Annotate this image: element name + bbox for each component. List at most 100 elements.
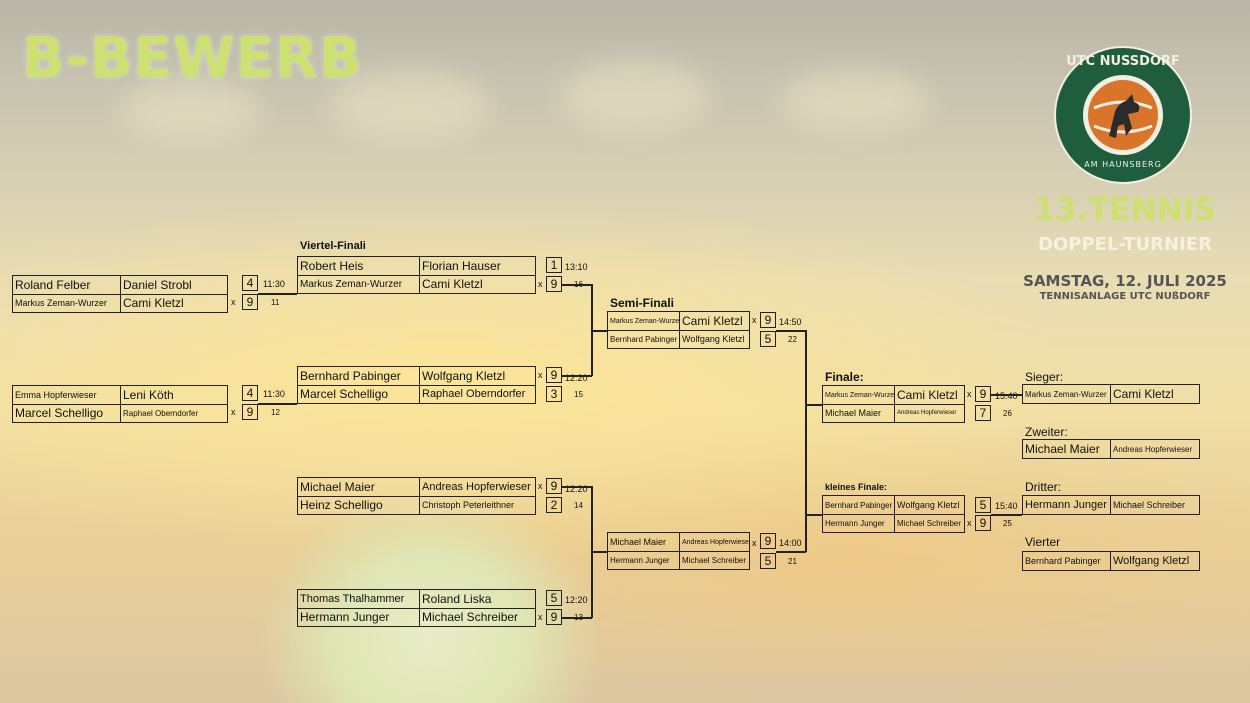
match-number: 22: [788, 335, 797, 344]
player: Michael Schreiber: [422, 610, 519, 624]
score: 9: [546, 276, 562, 292]
bracket-line: [805, 514, 822, 516]
score: 9: [760, 533, 776, 549]
match-number: 12: [271, 408, 280, 417]
player: Cami Kletzl: [682, 314, 743, 328]
player: Hermann Junger: [823, 514, 895, 532]
player: Markus Zeman-Wurzer: [13, 294, 121, 312]
player: Hermann Junger: [298, 608, 420, 626]
score: 4: [242, 385, 258, 401]
player: Cami Kletzl: [422, 277, 483, 291]
bokeh-light: [560, 60, 710, 130]
club-logo: UTC NUSSDORF AM HAUNSBERG: [1054, 46, 1192, 184]
result-label-dritter: Dritter:: [1025, 480, 1061, 494]
bracket-line: [805, 330, 807, 552]
player: Wolfgang Kletzl: [422, 369, 506, 383]
score: 9: [546, 609, 562, 625]
player: Cami Kletzl: [897, 388, 958, 402]
bracket-line: [258, 403, 262, 405]
bracket-line: [562, 617, 592, 619]
logo-bottom-text: AM HAUNSBERG: [1084, 160, 1162, 169]
player: Cami Kletzl: [1113, 387, 1174, 401]
match-time: 14:50: [779, 317, 802, 327]
winner-mark: x: [231, 297, 236, 307]
player: Raphael Oberndorfer: [123, 408, 199, 418]
round-label-viertel: Viertel-Finali: [300, 240, 366, 252]
score: 5: [975, 497, 991, 513]
winner-mark: x: [967, 389, 972, 399]
player: Hermann Junger: [608, 551, 680, 569]
player: Michael Schreiber: [682, 555, 747, 565]
score: 4: [242, 275, 258, 291]
player: Cami Kletzl: [123, 296, 184, 310]
bracket-line: [562, 284, 592, 286]
bracket-line: [591, 330, 607, 332]
match-time: 12:20: [565, 595, 588, 605]
match-time: 11:30: [263, 389, 285, 399]
winner-mark: x: [538, 481, 543, 491]
score: 1: [546, 257, 562, 273]
player: Andreas Hopferwieser: [1113, 444, 1193, 454]
match-number: 21: [788, 557, 797, 566]
result-label-vierter: Vierter: [1025, 535, 1061, 549]
winner-mark: x: [538, 370, 543, 380]
event-venue: TENNISANLAGE UTC NUßDORF: [1039, 291, 1211, 302]
player: Wolfgang Kletzl: [897, 500, 960, 510]
score: 9: [546, 478, 562, 494]
player: Bernhard Pabinger: [298, 367, 420, 385]
score: 5: [546, 590, 562, 606]
round-label-kleines: kleines Finale:: [825, 482, 888, 492]
round-label-semi: Semi-Finali: [610, 296, 675, 310]
bracket-line: [562, 486, 592, 488]
player: Raphael Oberndorfer: [422, 388, 526, 400]
round-label-finale: Finale:: [825, 370, 864, 384]
match-time: 15:40: [995, 501, 1018, 511]
score: 9: [242, 404, 258, 420]
event-date: SAMSTAG, 12. JULI 2025: [1023, 272, 1227, 290]
score: 7: [975, 405, 991, 421]
match-number: 14: [574, 501, 583, 510]
bokeh-light: [330, 70, 490, 140]
winner-mark: x: [231, 407, 236, 417]
player: Michael Maier: [608, 533, 680, 551]
bracket-line: [991, 394, 1022, 396]
bokeh-light: [780, 70, 930, 130]
winner-mark: x: [538, 279, 543, 289]
player: Markus Zeman-Wurzer: [298, 275, 420, 293]
winner-mark: x: [752, 315, 757, 325]
bokeh-light: [120, 80, 260, 140]
bracket-line: [262, 403, 297, 405]
bracket-line: [591, 551, 607, 553]
player: Andreas Hopferwieser: [422, 481, 531, 493]
logo-top-text: UTC NUSSDORF: [1066, 54, 1180, 69]
event-line1: 13.TENNIS: [1033, 192, 1217, 228]
bracket-line: [991, 514, 1022, 516]
player: Bernhard Pabinger: [1023, 552, 1111, 570]
player: Markus Zeman-Wurzer: [608, 312, 680, 330]
match-time: 11:30: [263, 279, 285, 289]
event-line2: DOPPEL-TURNIER: [1038, 234, 1212, 255]
winner-mark: x: [752, 538, 757, 548]
score: 9: [975, 515, 991, 531]
bracket-line: [262, 293, 297, 295]
score: 3: [546, 386, 562, 402]
bracket-line: [776, 330, 806, 332]
bracket-line: [562, 375, 592, 377]
match-time: 15:40: [995, 391, 1018, 401]
result-label-sieger: Sieger:: [1025, 370, 1064, 384]
player: Bernhard Pabinger: [608, 330, 680, 348]
player: Markus Zeman-Wurzer: [823, 386, 895, 404]
score: 2: [546, 497, 562, 513]
player: Michael Maier: [298, 478, 420, 496]
bracket-line: [776, 551, 806, 553]
player: Wolfgang Kletzl: [1113, 555, 1190, 567]
player: Bernhard Pabinger: [823, 496, 895, 514]
